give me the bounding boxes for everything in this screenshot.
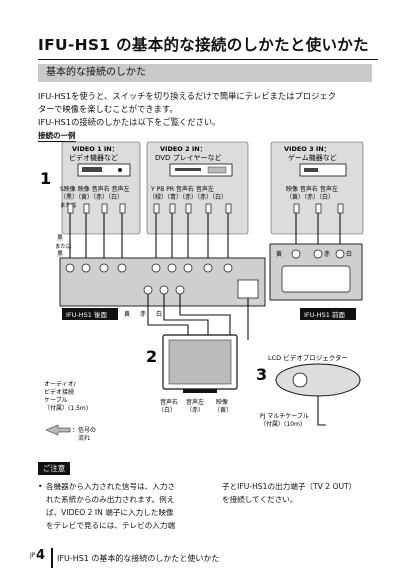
rear-label-box (62, 308, 118, 320)
connection-diagram: VIDEO 1 IN： ビデオ機器など VIDEO 2 IN： DVD プレイヤ… (40, 141, 364, 442)
intro-text: IFU-HS1を使うと、スイッチを切り換えるだけで簡単にテレビまたはプロジェク … (38, 90, 372, 129)
vcr-device (77, 163, 131, 177)
av-cable-line-1: オーディオ/ (44, 380, 77, 388)
projector (275, 363, 361, 397)
av-cable-line-2: ビデオ接続 (44, 388, 74, 396)
front-label: IFU-HS1 前面 (304, 310, 345, 319)
note-line-3: ば、VIDEO 2 IN 端子に入力した映像 (46, 508, 174, 517)
av-cable-line-3: ケーブル (44, 396, 68, 404)
av-cable-line-4: （付属）(1.5m) (44, 404, 88, 412)
video1-terminal-labels: S映像 映像 音声右 音声左 (60, 185, 130, 193)
rear-panel (59, 257, 266, 307)
footer-separator (51, 548, 53, 568)
note-line-1: •各機器から入力された信号は、入力さ (38, 482, 176, 491)
footer-prefix: JP (30, 552, 36, 559)
video3-subtitle: ゲーム機器など (288, 153, 337, 162)
step-3-number: 3 (256, 365, 267, 384)
intro-line-2: ターで映像を楽しむことができます。 (38, 104, 178, 114)
running-title: IFU-HS1 の基本的な接続のしかたと使いかた (57, 554, 220, 563)
label-black: 黒 (57, 235, 63, 242)
tv-audio-right: 音声右 (160, 398, 178, 406)
pj-cable-line-2: （付属）(10m) (260, 420, 302, 428)
signal-flow-line-1: ：信号の (72, 426, 96, 434)
rear-label-yellow: 黄 (124, 310, 130, 318)
note-line-4: をテレビで見るには、テレビの入力端 (46, 521, 176, 530)
signal-flow-line-2: 流れ (78, 434, 90, 442)
label-or: または (55, 243, 72, 250)
label-black-2: 黒 (57, 251, 63, 258)
note-label: ご注意 (38, 462, 70, 475)
pj-cable-line-1: PJ マルチケーブル (260, 412, 309, 420)
step-2-number: 2 (146, 347, 157, 366)
note-line-2: れた系統からのみ出力されます。例え (46, 495, 175, 504)
video2-terminal-labels: Y PB PR 音声右 音声左 (150, 185, 214, 193)
front-label-red: 赤 (324, 251, 330, 258)
front-label-yellow: 黄 (276, 250, 282, 258)
tv-audio-left-color: （赤） (186, 407, 204, 414)
page-title: IFU-HS1 の基本的な接続のしかたと使いかた (38, 33, 378, 60)
signal-flow-arrow-icon (45, 424, 71, 436)
step-1-number: 1 (40, 169, 51, 188)
tv-video-color: （黄） (214, 406, 232, 414)
front-label-white: 白 (346, 250, 352, 258)
section-heading: 基本的な接続のしかた (38, 64, 372, 82)
video2-title: VIDEO 2 IN： (160, 145, 206, 153)
note-line-6: を接続してください。 (222, 495, 298, 504)
note-column-1: •各機器から入力された信号は、入力さ れた系統からのみ出力されます。例え ば、V… (38, 480, 203, 532)
tv-audio-left: 音声左 (186, 398, 204, 406)
video3-terminal-colors: （黄）（赤）（白） (286, 193, 334, 201)
video1-title: VIDEO 1 IN： (72, 145, 118, 153)
note-line-5: 子とIFU-HS1の出力端子（TV 2 OUT） (222, 482, 357, 491)
television-screen (168, 339, 232, 385)
video2-terminal-colors: （緑）（青）（赤）（赤）（白） (149, 193, 227, 201)
front-label-box (300, 308, 356, 320)
intro-line-1: IFU-HS1を使うと、スイッチを切り換えるだけで簡単にテレビまたはプロジェク (38, 91, 336, 101)
game-device (299, 163, 347, 177)
rear-label: IFU-HS1 後面 (66, 310, 107, 319)
projector-label: LCD ビデオプロジェクター (268, 353, 348, 362)
example-label: 接続の一例 (38, 131, 76, 142)
tv-video: 映像 (216, 398, 228, 406)
intro-line-3: IFU-HS1の接続のしかたは以下をご覧ください。 (38, 117, 221, 127)
video3-title: VIDEO 3 IN： (284, 145, 330, 153)
rear-label-red: 赤 (140, 311, 146, 318)
video2-subtitle: DVD プレイヤーなど (155, 154, 221, 162)
video1-subtitle: ビデオ機器など (69, 153, 118, 162)
tv-audio-right-color: （白） (158, 406, 176, 414)
rear-label-white: 白 (156, 310, 162, 318)
note-column-2: 子とIFU-HS1の出力端子（TV 2 OUT） を接続してください。 (222, 480, 372, 506)
video1-terminal-colors: （黒）（黄）（赤）（白） (60, 193, 123, 201)
video3-terminal-labels: 映像 音声右 音声左 (286, 185, 338, 193)
dvd-device (169, 163, 233, 177)
page-number: 4 (36, 548, 46, 563)
